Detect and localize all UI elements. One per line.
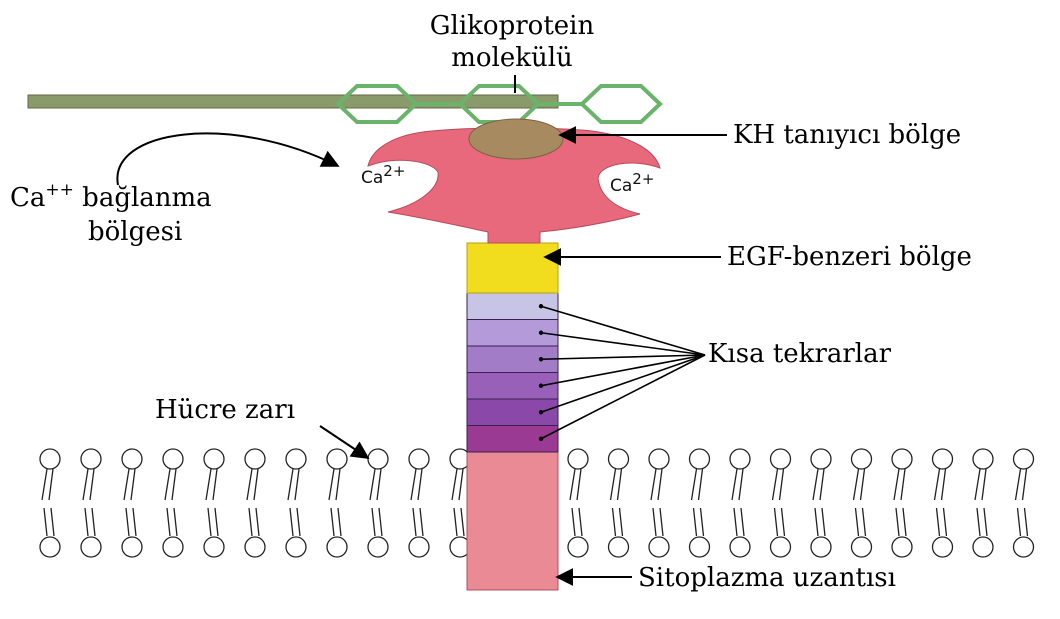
glycoprotein-label-line2: molekülü xyxy=(451,43,573,73)
kh-region-label: KH tanıyıcı bölge xyxy=(733,120,961,150)
lipid-head-top xyxy=(81,449,101,469)
lipid-head-top xyxy=(1014,449,1034,469)
short-repeats-leaders xyxy=(539,304,705,441)
glycoprotein-label-line1: Glikoprotein xyxy=(430,11,595,41)
lipid-head-top xyxy=(245,449,265,469)
lipid-head-top xyxy=(811,449,831,469)
lipid-head-bottom xyxy=(771,537,791,557)
lipid-head-bottom xyxy=(40,537,60,557)
lipid-head-top xyxy=(649,449,669,469)
lipid-head-top xyxy=(40,449,60,469)
repeat-leader-line xyxy=(541,333,705,355)
lipid-head-bottom xyxy=(368,537,388,557)
ca-binding-label-line1: Ca++ bağlanma xyxy=(10,180,212,213)
lipid-head-top xyxy=(852,449,872,469)
lipid-head-top xyxy=(730,449,750,469)
repeat-leader-line xyxy=(541,355,705,386)
lipid-head-bottom xyxy=(730,537,750,557)
egf-region xyxy=(467,243,558,293)
egf-region-label: EGF-benzeri bölge xyxy=(727,242,972,272)
lipid-head-top xyxy=(368,449,388,469)
lipid-head-bottom xyxy=(609,537,629,557)
lipid-head-top xyxy=(771,449,791,469)
lipid-head-bottom xyxy=(163,537,183,557)
glycoprotein-rod xyxy=(28,95,558,108)
lipid-head-bottom xyxy=(204,537,224,557)
lipid-head-top xyxy=(690,449,710,469)
repeat-leader-line xyxy=(541,355,705,359)
lipid-head-top xyxy=(609,449,629,469)
short-repeats-label: Kısa tekrarlar xyxy=(708,339,892,369)
ca-binding-arrow xyxy=(117,133,338,185)
cell-membrane-label: Hücre zarı xyxy=(155,395,295,425)
lipid-head-bottom xyxy=(122,537,142,557)
lipid-head-bottom xyxy=(690,537,710,557)
lipid-head-top xyxy=(409,449,429,469)
lipid-head-bottom xyxy=(327,537,347,557)
cytoplasmic-tail-label: Sitoplazma uzantısı xyxy=(638,563,896,593)
lipid-head-bottom xyxy=(973,537,993,557)
ca-binding-label-line2: bölgesi xyxy=(88,217,182,247)
lipid-head-bottom xyxy=(811,537,831,557)
lipid-head-top xyxy=(973,449,993,469)
lipid-head-top xyxy=(933,449,953,469)
ion-right: Ca2+ xyxy=(610,170,654,196)
lipid-head-bottom xyxy=(245,537,265,557)
cytoplasmic-tail xyxy=(467,450,558,590)
lipid-head-top xyxy=(204,449,224,469)
short-repeat-segments xyxy=(467,293,558,452)
repeat-segment xyxy=(467,399,558,426)
repeat-leader-line xyxy=(541,355,705,412)
lipid-head-bottom xyxy=(933,537,953,557)
lipid-head-top xyxy=(122,449,142,469)
hexagon-3 xyxy=(582,86,660,122)
lipid-head-top xyxy=(327,449,347,469)
lipid-head-top xyxy=(163,449,183,469)
lipid-head-top xyxy=(892,449,912,469)
lipid-head-bottom xyxy=(568,537,588,557)
lipid-head-bottom xyxy=(1014,537,1034,557)
kh-cap xyxy=(469,119,563,159)
repeat-segment xyxy=(467,426,558,453)
lipid-head-bottom xyxy=(892,537,912,557)
repeat-segment xyxy=(467,293,558,320)
repeat-leader-line xyxy=(541,355,705,439)
lipid-head-bottom xyxy=(649,537,669,557)
lipid-head-top xyxy=(286,449,306,469)
lipid-head-bottom xyxy=(81,537,101,557)
repeat-leader-line xyxy=(541,306,705,355)
lipid-head-bottom xyxy=(409,537,429,557)
lipid-head-bottom xyxy=(286,537,306,557)
lipid-head-top xyxy=(568,449,588,469)
lipid-head-bottom xyxy=(852,537,872,557)
